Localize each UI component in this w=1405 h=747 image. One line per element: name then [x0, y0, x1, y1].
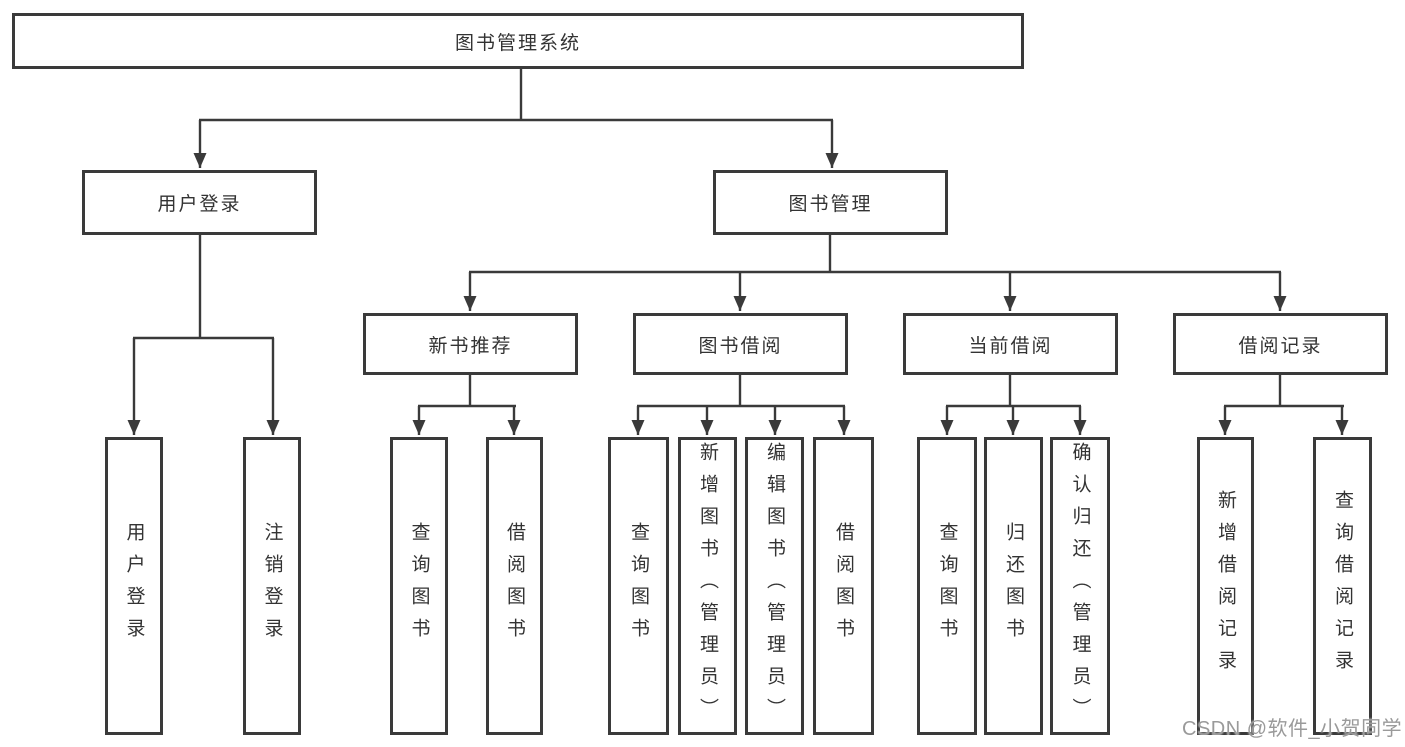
node-book-borrow: 图书借阅: [633, 313, 848, 375]
leaf-query-books-2: 查询图书: [608, 437, 669, 735]
watermark: CSDN @软件_小贺同学: [1182, 718, 1403, 740]
leaf-user-login: 用户登录: [105, 437, 163, 735]
node-borrow-records: 借阅记录: [1173, 313, 1388, 375]
node-library-system: 图书管理系统: [12, 13, 1024, 69]
leaf-logout-login: 注销登录: [243, 437, 301, 735]
leaf-confirm-return-admin: 确认归还（管理员）: [1050, 437, 1110, 735]
node-book-management: 图书管理: [713, 170, 948, 235]
leaf-query-borrow-record: 查询借阅记录: [1313, 437, 1372, 735]
node-user-login: 用户登录: [82, 170, 317, 235]
node-new-book-recommend: 新书推荐: [363, 313, 578, 375]
leaf-add-book-admin: 新增图书（管理员）: [678, 437, 737, 735]
leaf-add-borrow-record: 新增借阅记录: [1197, 437, 1254, 735]
leaf-query-books: 查询图书: [390, 437, 448, 735]
node-current-borrow: 当前借阅: [903, 313, 1118, 375]
leaf-return-book: 归还图书: [984, 437, 1043, 735]
leaf-query-books-3: 查询图书: [917, 437, 977, 735]
leaf-borrow-books-2: 借阅图书: [813, 437, 874, 735]
leaf-borrow-books: 借阅图书: [486, 437, 543, 735]
leaf-edit-book-admin: 编辑图书（管理员）: [745, 437, 804, 735]
